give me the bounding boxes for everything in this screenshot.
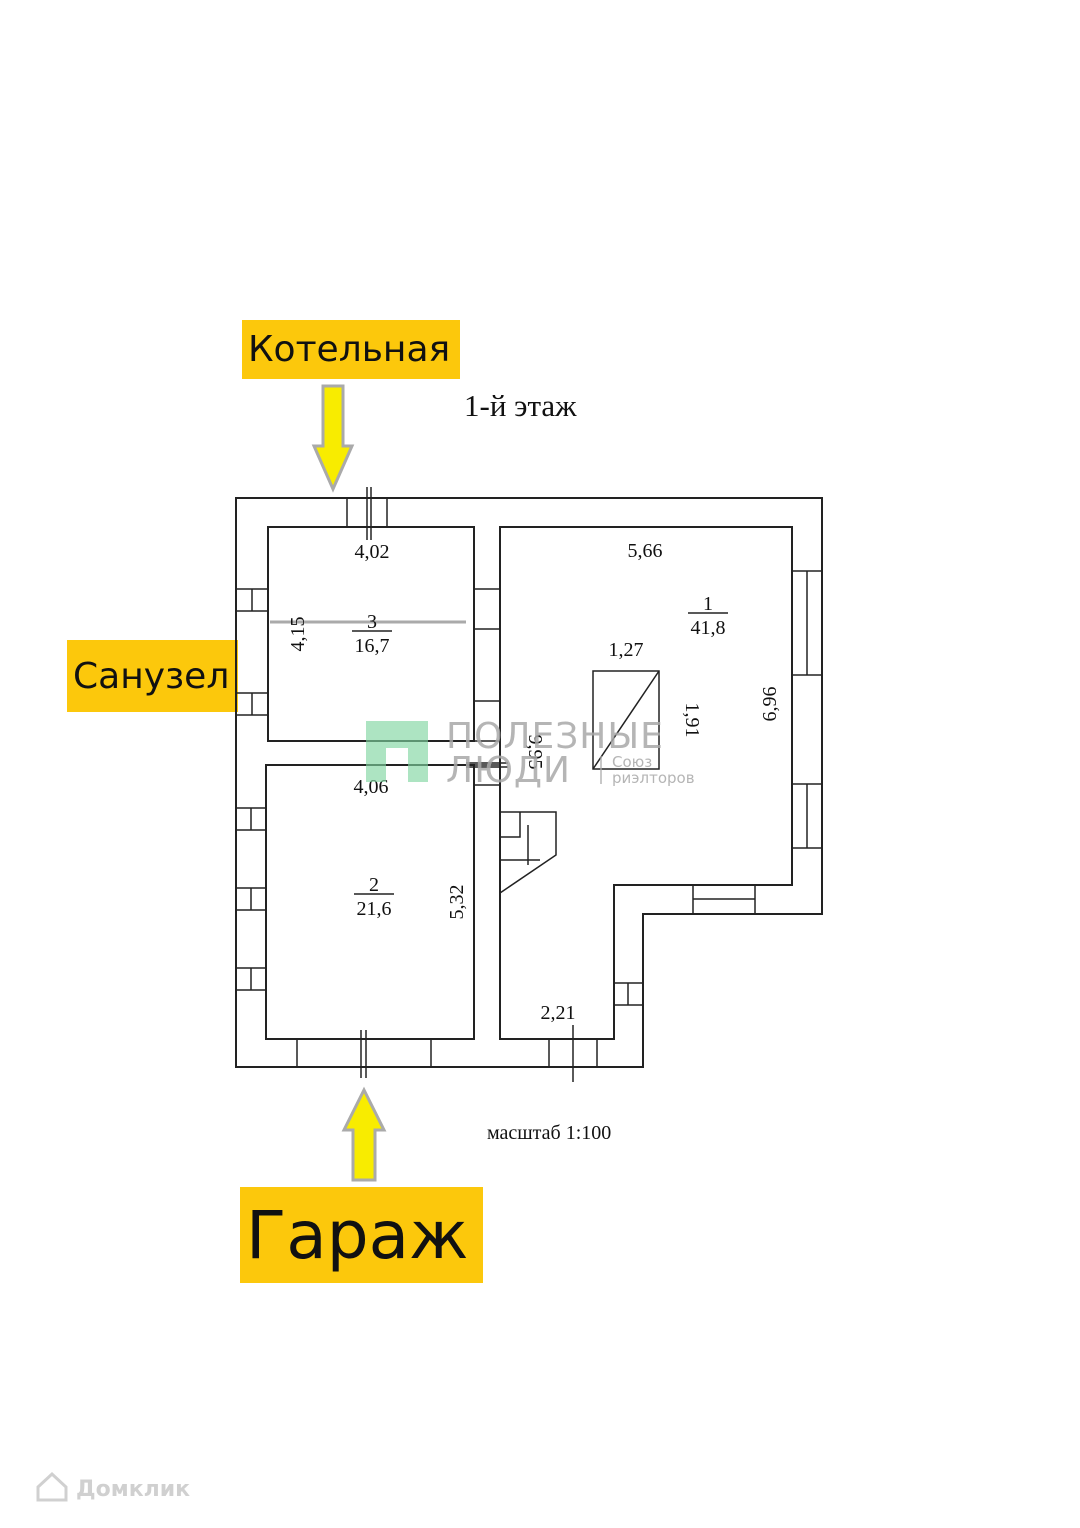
watermark-line1: ПОЛЕЗНЫЕ	[446, 716, 664, 757]
window-step	[692, 884, 756, 915]
room-3-area: 16,7	[355, 635, 390, 657]
internal-openings	[466, 588, 508, 786]
dim-stair-height: 1,91	[681, 703, 703, 738]
bottom-openings	[296, 1025, 598, 1082]
dim-room3-height: 4,15	[287, 617, 309, 652]
stair-opening	[592, 670, 660, 770]
staircase	[499, 811, 557, 894]
room-1-area: 41,8	[691, 617, 726, 639]
brand-watermark: Домклик	[36, 1471, 190, 1502]
windows-right	[791, 570, 823, 849]
top-opening	[346, 487, 388, 540]
dim-stair-width: 1,27	[609, 639, 644, 661]
bathroom-label: Санузел	[67, 640, 238, 712]
arrow-down-icon	[311, 384, 355, 493]
dim-bottom-width: 2,21	[541, 1002, 576, 1024]
dim-room2-height: 5,32	[446, 885, 468, 920]
room-1-number: 1	[703, 593, 713, 615]
watermark: ПОЛЕЗНЫЕ ЛЮДИ Союз риэлторов	[366, 716, 695, 791]
dim-room3-width: 4,02	[355, 541, 390, 563]
windows-left	[235, 588, 269, 991]
scale-note: масштаб 1:100	[487, 1122, 612, 1144]
arrow-up-icon	[341, 1086, 387, 1182]
watermark-line2: ЛЮДИ	[446, 750, 571, 791]
watermark-logo-icon	[366, 721, 428, 782]
window-corner	[613, 982, 644, 1006]
garage-label: Гараж	[240, 1187, 483, 1283]
dim-room1-height: 6,96	[759, 687, 781, 722]
boiler-room-label: Котельная	[242, 320, 460, 379]
room-2-tag: 2 21,6	[354, 874, 394, 920]
floor-title: 1-й этаж	[464, 388, 577, 423]
room-2-number: 2	[369, 874, 379, 896]
dim-room1-width: 5,66	[628, 540, 663, 562]
room-3-tag: 3 16,7	[352, 611, 392, 657]
room-1-tag: 1 41,8	[688, 593, 728, 639]
watermark-sub1: Союз	[612, 753, 652, 771]
dim-corridor: 9,95	[524, 735, 546, 770]
watermark-sub2: риэлторов	[612, 769, 695, 787]
room-2-area: 21,6	[357, 898, 392, 920]
room-1-outline	[499, 526, 793, 1040]
room-3-number: 3	[367, 611, 377, 633]
outer-wall	[235, 497, 823, 1068]
house-icon	[36, 1471, 68, 1502]
brand-name: Домклик	[76, 1477, 190, 1502]
